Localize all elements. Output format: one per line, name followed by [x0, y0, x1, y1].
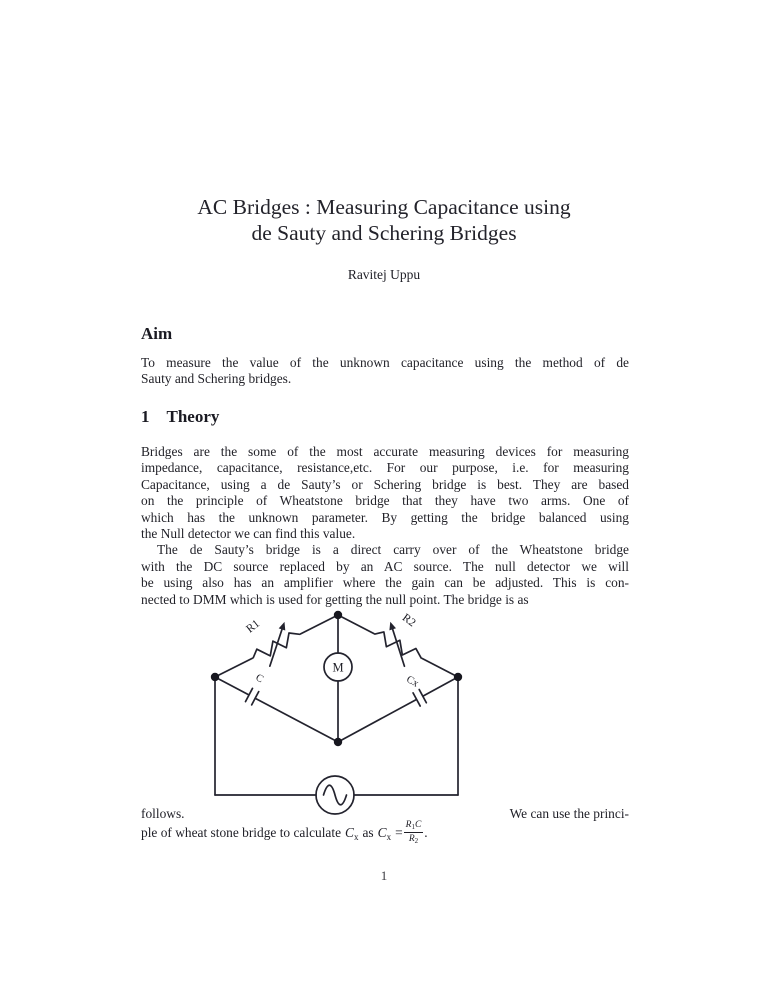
math-sub-2: 2 [414, 836, 419, 845]
label-r2: R2 [400, 612, 418, 630]
title-line1: AC Bridges : Measuring Capacitance using [197, 195, 571, 219]
theory-paragraph-1: Bridges are the some of the most accurat… [141, 444, 629, 542]
wire [337, 614, 375, 635]
node-dot-right [453, 672, 463, 682]
node-dot-top [333, 610, 343, 620]
aim-heading: Aim [141, 324, 173, 343]
fraction-denominator: R2 [409, 833, 418, 845]
math-var-r1: R [405, 820, 412, 830]
formula-as: as [362, 824, 374, 840]
fraction-numerator: R1C [403, 820, 424, 834]
theory-paragraph-2: The de Sauty’s bridge is a direct carry … [141, 542, 629, 607]
theory-paragraphs: Bridges are the some of the most accurat… [141, 444, 629, 608]
resistor-r1 [252, 621, 301, 667]
follows-left-text: follows. [141, 806, 185, 821]
wire [337, 698, 418, 743]
math-var-c2: C [377, 824, 387, 840]
node-dot-bottom [333, 737, 343, 747]
equals-sign: = [395, 824, 403, 840]
math-sub-x1: x [353, 831, 359, 842]
capacitor-c [244, 687, 260, 706]
section-number: 1 [141, 407, 150, 426]
formula-prefix: ple of wheat stone bridge to calculate [141, 824, 342, 840]
wire [421, 657, 459, 678]
page-number: 1 [380, 868, 388, 883]
wire [254, 697, 339, 743]
paper-title: AC Bridges : Measuring Capacitance using… [0, 194, 768, 246]
label-c: C [253, 672, 265, 685]
bridge-circuit-figure: R1 R2 M C Cx [210, 610, 463, 815]
label-meter: M [332, 661, 343, 675]
theory-heading: 1 Theory [141, 407, 219, 427]
follows-right-text: We can use the princi- [509, 806, 629, 821]
capacitor-cx [412, 688, 428, 707]
math-var-c1: C [345, 824, 354, 840]
wire [214, 676, 250, 696]
math-var-r2: R [408, 833, 415, 844]
node-dot-left [210, 672, 220, 682]
formula-period: . [424, 824, 428, 840]
math-sub-1: 1 [411, 823, 415, 831]
wire [214, 657, 254, 678]
author-name: Ravitej Uppu [347, 267, 421, 282]
wire [299, 614, 339, 635]
math-sub-x2: x [386, 831, 392, 842]
follows-line: follows. We can use the princi- [141, 806, 629, 822]
math-var-c3: C [414, 820, 422, 830]
wire [422, 676, 459, 697]
section-title: Theory [166, 407, 220, 426]
label-r1: R1 [244, 618, 262, 636]
resistor-r2 [374, 621, 422, 668]
aim-paragraph: To measure the value of the unknown capa… [141, 355, 629, 387]
ac-source-icon [315, 775, 355, 815]
title-line2: de Sauty and Schering Bridges [251, 221, 517, 245]
label-cx: Cx [404, 674, 421, 690]
